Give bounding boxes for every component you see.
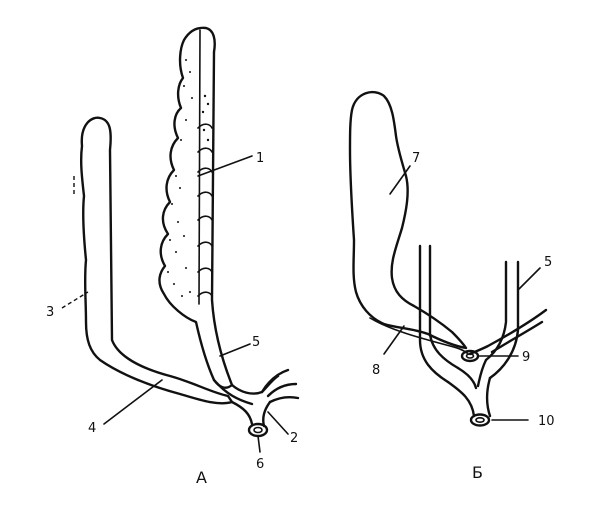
opening-10: [471, 415, 489, 426]
converge-inner-left: [458, 368, 476, 388]
opening-6-inner: [254, 428, 262, 433]
label-2: 2: [290, 431, 298, 446]
tube-5-right-b: [490, 262, 518, 378]
branch-upper-3: [270, 397, 298, 402]
label-5b: 5: [544, 255, 552, 270]
label-8: 8: [372, 363, 380, 378]
label-10: 10: [538, 414, 555, 429]
panel-a: 1 3 4 5 2 6 А: [46, 28, 298, 487]
converge-left: [448, 382, 474, 416]
leader-4: [104, 380, 162, 424]
leader-6: [258, 436, 260, 452]
structure-3-outline: [81, 118, 232, 404]
branch-upper-2: [268, 384, 296, 396]
structure-7-outline: [350, 92, 466, 348]
leader-5a: [220, 344, 250, 356]
leader-8: [384, 326, 404, 354]
label-6: 6: [256, 457, 264, 472]
duct-common-upper: [232, 376, 278, 394]
duct-lower: [232, 402, 252, 424]
structure-1-outline: [159, 28, 232, 388]
opening-9-inner: [467, 354, 474, 358]
label-1: 1: [256, 151, 264, 166]
structure-1-stipple: [167, 59, 209, 297]
label-3: 3: [46, 305, 54, 320]
panel-label-a: А: [196, 468, 207, 487]
panel-b: 7 5 8 9 10 Б: [350, 92, 555, 482]
label-5a: 5: [252, 335, 260, 350]
label-4: 4: [88, 421, 96, 436]
structure-1-inner: [199, 30, 200, 304]
converge-right: [487, 378, 490, 416]
leader-3: [62, 292, 88, 308]
duct-right-upper: [470, 310, 546, 354]
panel-label-b: Б: [472, 463, 483, 482]
opening-9: [462, 351, 478, 361]
opening-6: [249, 424, 267, 436]
leader-1: [198, 156, 252, 176]
tube-5-left-a: [420, 246, 448, 382]
label-9: 9: [522, 350, 530, 365]
leader-5b: [518, 268, 540, 290]
label-7: 7: [412, 151, 420, 166]
tube-5-left-b: [430, 246, 458, 368]
leader-2: [268, 412, 288, 434]
converge-inner-right: [478, 360, 486, 386]
opening-10-inner: [476, 418, 484, 422]
